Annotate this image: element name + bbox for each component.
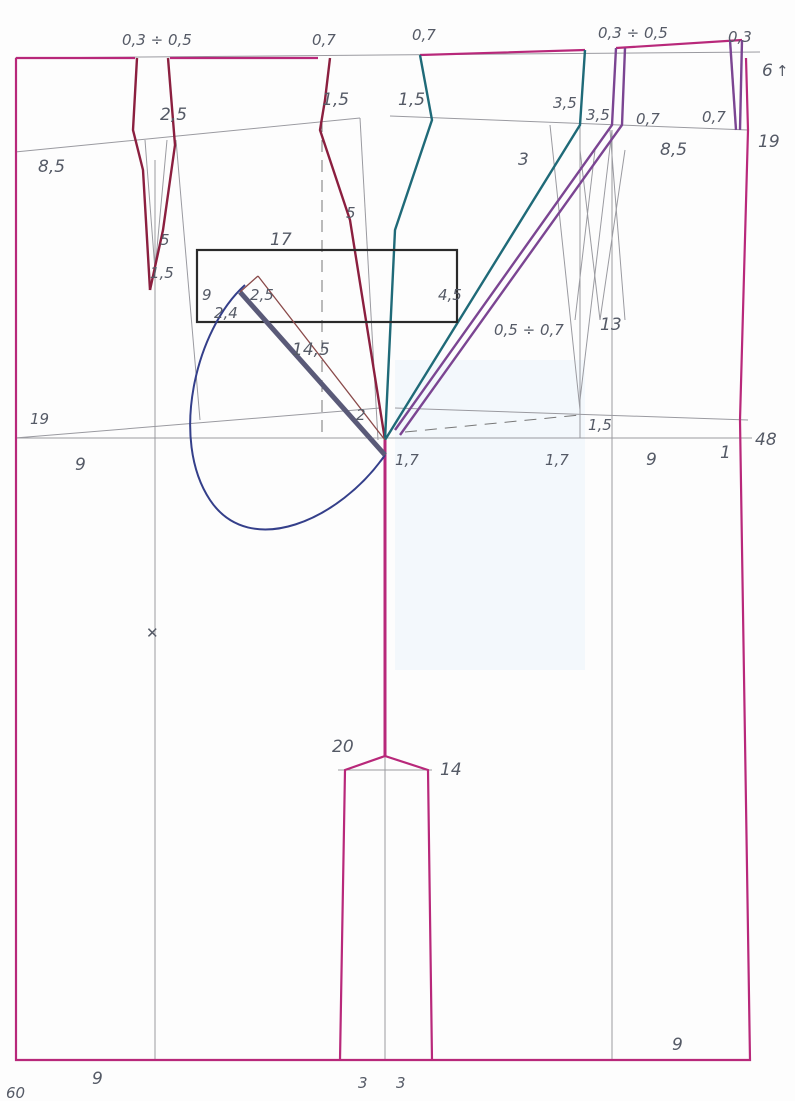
label-right-dart: 13	[600, 315, 622, 335]
label-hem-left: 9	[92, 1069, 103, 1089]
label-corner-bottom-left: 60	[6, 1084, 25, 1101]
label-top-center-left: 0,7	[312, 31, 336, 49]
outer-outline	[14, 38, 752, 1062]
label-box-length: 17	[270, 230, 292, 250]
label-left-panel: 8,5	[38, 157, 65, 177]
left-darts	[131, 57, 387, 441]
label-top-right: 0,3 ÷ 0,5	[598, 24, 668, 42]
label-vent-right: 14	[440, 760, 462, 780]
label-left-margin-19: 19	[30, 410, 49, 428]
label-waist-left: 9	[75, 455, 86, 475]
purple-lines	[394, 39, 744, 436]
label-right-panel: 8,5	[660, 140, 687, 160]
label-side-mark: 5	[346, 204, 356, 222]
label-top-center-right: 0,7	[412, 26, 436, 44]
label-vent-left: 20	[332, 737, 354, 757]
label-right-arrow: 0,7	[702, 108, 726, 126]
label-small-a: 2,5	[250, 286, 274, 304]
label-left-dart: 2,5	[160, 105, 187, 125]
label-hem-center-right: 3	[396, 1074, 406, 1092]
label-right-mid: 3	[518, 150, 529, 170]
label-top-corner: 0,3	[728, 28, 752, 46]
pocket-loop	[189, 284, 386, 531]
label-waist-right-c: 9	[646, 450, 657, 470]
label-left-dart-tip: 5	[160, 231, 170, 249]
label-right-dart-b: 3,5	[586, 106, 610, 124]
label-box-left: 9	[202, 286, 212, 304]
label-small-b: 2,4	[214, 304, 238, 322]
construction-lines	[14, 51, 761, 1060]
label-right-small: 0,7	[636, 110, 660, 128]
welt-box	[195, 248, 459, 324]
label-center-right-dart: 1,5	[398, 90, 425, 110]
teal-lines	[383, 49, 587, 441]
label-waist-right-a: 1,7	[545, 451, 569, 469]
label-waist-right-d: 1	[720, 443, 731, 463]
label-right-dart-a: 3,5	[553, 94, 577, 112]
label-hem-right: 9	[672, 1035, 683, 1055]
label-top-left: 0,3 ÷ 0,5	[122, 31, 192, 49]
label-right-margin-19: 19	[758, 132, 780, 152]
cross-mark: ✕	[146, 624, 159, 642]
label-waist-right-b: 1,5	[588, 416, 612, 434]
label-waist-center: 1,7	[395, 451, 419, 469]
label-box-height: 4,5	[438, 286, 462, 304]
label-right-margin-48: 48	[755, 430, 777, 450]
label-center-left-dart: 1,5	[322, 90, 349, 110]
center-shading	[395, 360, 585, 670]
label-hem-center-left: 3	[358, 1074, 368, 1092]
label-diagonal: 14,5	[292, 340, 330, 360]
arrow-up-icon: ↑	[776, 62, 789, 80]
vent	[338, 754, 434, 1061]
label-right-top-margin: 6	[762, 61, 773, 81]
label-center-bottom: 2	[356, 406, 366, 424]
label-right-diagonal: 0,5 ÷ 0,7	[494, 321, 564, 339]
pocket-diagonal-thin	[239, 275, 386, 441]
label-dart-width: 1,5	[150, 264, 174, 282]
pocket-diagonal	[238, 290, 387, 457]
